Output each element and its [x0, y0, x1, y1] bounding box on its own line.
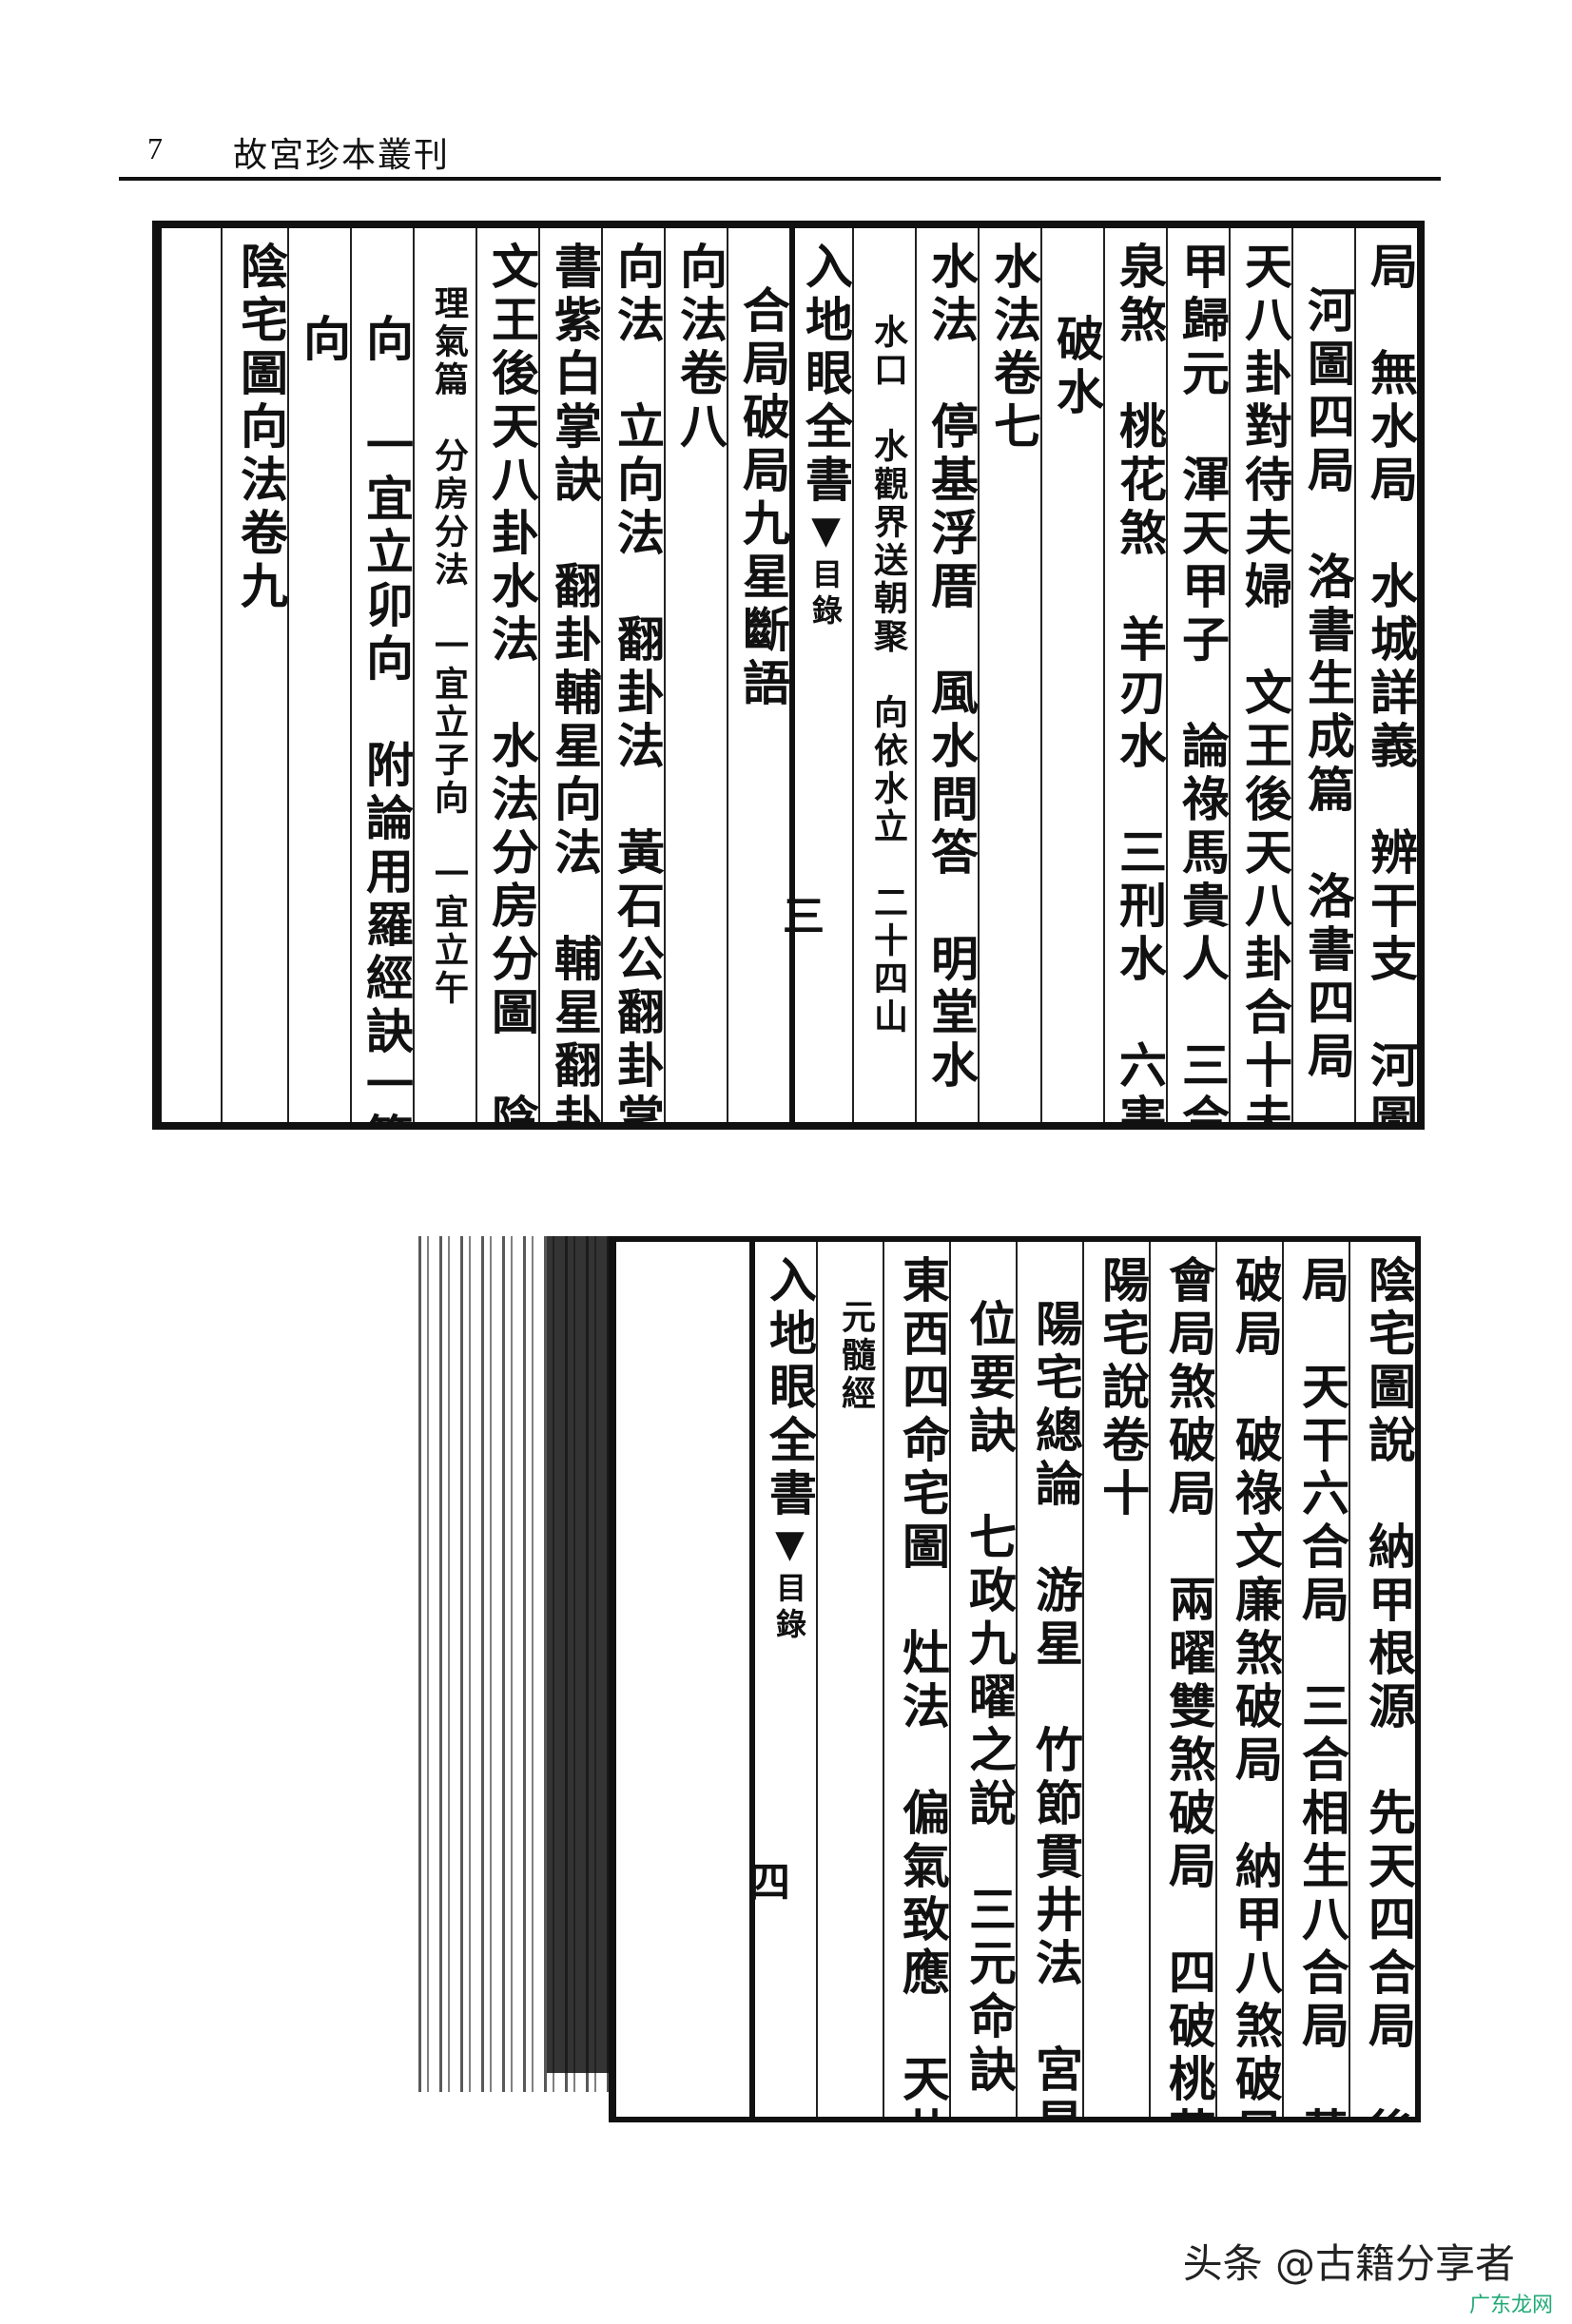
- fishtail-label: 目錄: [807, 558, 844, 630]
- text-column: 水法 停基浮厝 風水問答 明堂水 天心水: [915, 228, 978, 1122]
- page-header: 7 故宮珍本叢刊: [119, 124, 1441, 181]
- fishtail-label: 目錄: [771, 1572, 807, 1644]
- text-column: 水口 水觀界送朝聚 向依水立 二十四山: [852, 228, 915, 1122]
- text-column: 天八卦對待夫婦 文王後天八卦合十夫婦 納: [1229, 228, 1291, 1122]
- text-column: 局 無水局 水城詳義 辨干支 河圖生成篇: [1354, 228, 1417, 1122]
- watermark-sub: 广东龙网: [1468, 2294, 1553, 2317]
- text-column: 破局 破祿文廉煞破局 納甲八煞破局 三煞: [1215, 1242, 1282, 2117]
- page-number: 7: [147, 131, 163, 165]
- text-column: 文王後天八卦水法 水法分房分圖 陰陽破局: [475, 228, 538, 1122]
- watermark: 头条 @古籍分享者: [1182, 2240, 1515, 2287]
- text-column: 會局煞破局 兩曜雙煞破局 四破桃花煞破局: [1149, 1242, 1215, 2117]
- text-column: 陽宅說卷十: [1082, 1242, 1149, 2117]
- scan-binding-edge: [547, 1236, 609, 2073]
- series-title: 故宮珍本叢刊: [233, 136, 451, 175]
- header-rule: [119, 177, 1441, 181]
- fishtail-mark: ▼: [767, 1521, 812, 1572]
- page-mark: 四: [741, 1860, 789, 1902]
- text-column: 向法卷八: [664, 228, 727, 1122]
- text-column: 河圖四局 洛書生成篇 洛書四局 伏羲先: [1291, 228, 1354, 1122]
- fishtail-column: 入地眼全書▼目錄: [789, 228, 852, 1122]
- text-column: 陽宅總論 游星 竹節貫井法 宮星生剋 方: [1016, 1242, 1082, 2117]
- top-page-panel: 局 無水局 水城詳義 辨干支 河圖生成篇 河圖四局 洛書生成篇 洛書四局 伏羲先…: [152, 221, 1425, 1130]
- page-mark: 三: [775, 894, 824, 936]
- text-column: 向法 立向法 翻卦法 黃石公翻卦掌訣 洛: [601, 228, 664, 1122]
- text-column: 書紫白掌訣 翻卦輔星向法 輔星翻卦掌訣: [538, 228, 601, 1122]
- text-column: 破水: [1040, 228, 1103, 1122]
- bottom-page-panel: 陰宅圖說 納甲根源 先天四合局 後天四合 局 天干六合局 三合相生八合局 黃泉八…: [609, 1236, 1421, 2122]
- text-column: 元髓經: [816, 1242, 883, 2117]
- book-title: 入地眼全書: [762, 1255, 816, 1521]
- text-column: 位要訣 七政九曜之說 三元命訣 又提訣: [949, 1242, 1016, 2117]
- text-column: 泉煞 桃花煞 羊刃水 三刑水 六害水 四: [1103, 228, 1166, 1122]
- text-column: 水法卷七: [978, 228, 1040, 1122]
- text-column: 局 天干六合局 三合相生八合局 黃泉八煞: [1282, 1242, 1349, 2117]
- fishtail-column: 入地眼全書▼目錄: [749, 1242, 816, 2117]
- text-column: 陰宅圖向法卷九: [221, 228, 287, 1122]
- text-column: 向 一宜立卯向 附論用羅經訣一篇 一宜立酉: [350, 228, 413, 1122]
- text-column: 向: [287, 228, 350, 1122]
- text-column: 甲歸元 渾天甲子 論祿馬貴人 三合局 貴: [1166, 228, 1229, 1122]
- text-column: 理氣篇 分房分法 一宜立子向 一宜立午: [413, 228, 475, 1122]
- text-column: 陰宅圖說 納甲根源 先天四合局 後天四合: [1349, 1242, 1415, 2117]
- book-title: 入地眼全書: [798, 242, 852, 508]
- fishtail-mark: ▼: [804, 508, 848, 558]
- text-column: 東西四命宅圖 灶法 偏氣致應 天井放水: [883, 1242, 949, 2117]
- text-column: 合局破局九星斷語: [727, 228, 789, 1122]
